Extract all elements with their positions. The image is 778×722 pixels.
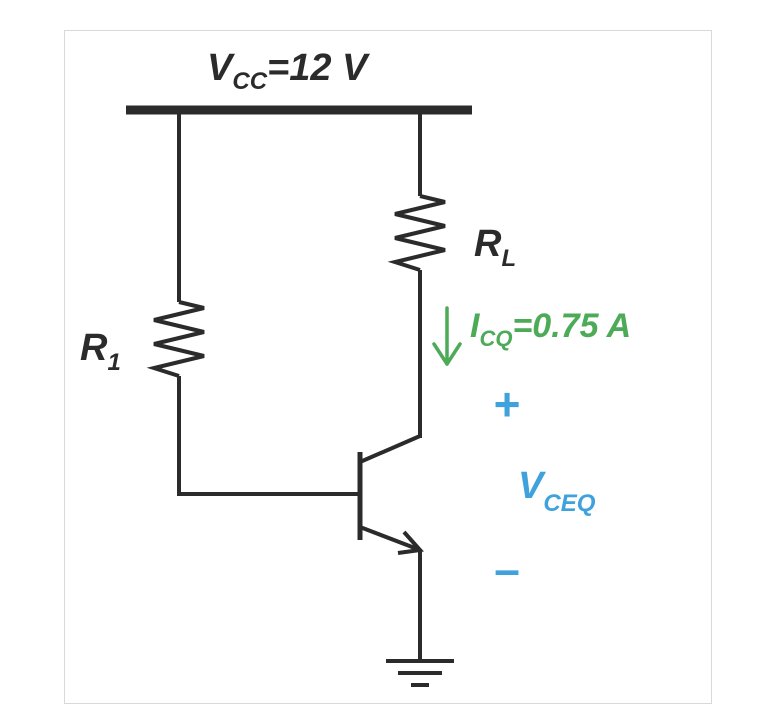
- resistor-r1-label: R1: [80, 327, 121, 376]
- resistor-rl-label: RL: [474, 223, 516, 272]
- resistor-rl: [387, 194, 446, 272]
- resistor-r1: [146, 300, 205, 378]
- voltage-minus-sign: –: [494, 543, 520, 595]
- supply-label: VCC=12 V: [207, 47, 370, 95]
- current-label: ICQ=0.75 A: [470, 307, 631, 351]
- voltage-plus-sign: +: [494, 378, 521, 430]
- transistor-collector: [359, 434, 421, 464]
- current-arrow-head: [432, 342, 462, 366]
- diagram-frame: [64, 30, 712, 704]
- voltage-label: VCEQ: [518, 465, 596, 517]
- transistor-emitter: [359, 525, 421, 552]
